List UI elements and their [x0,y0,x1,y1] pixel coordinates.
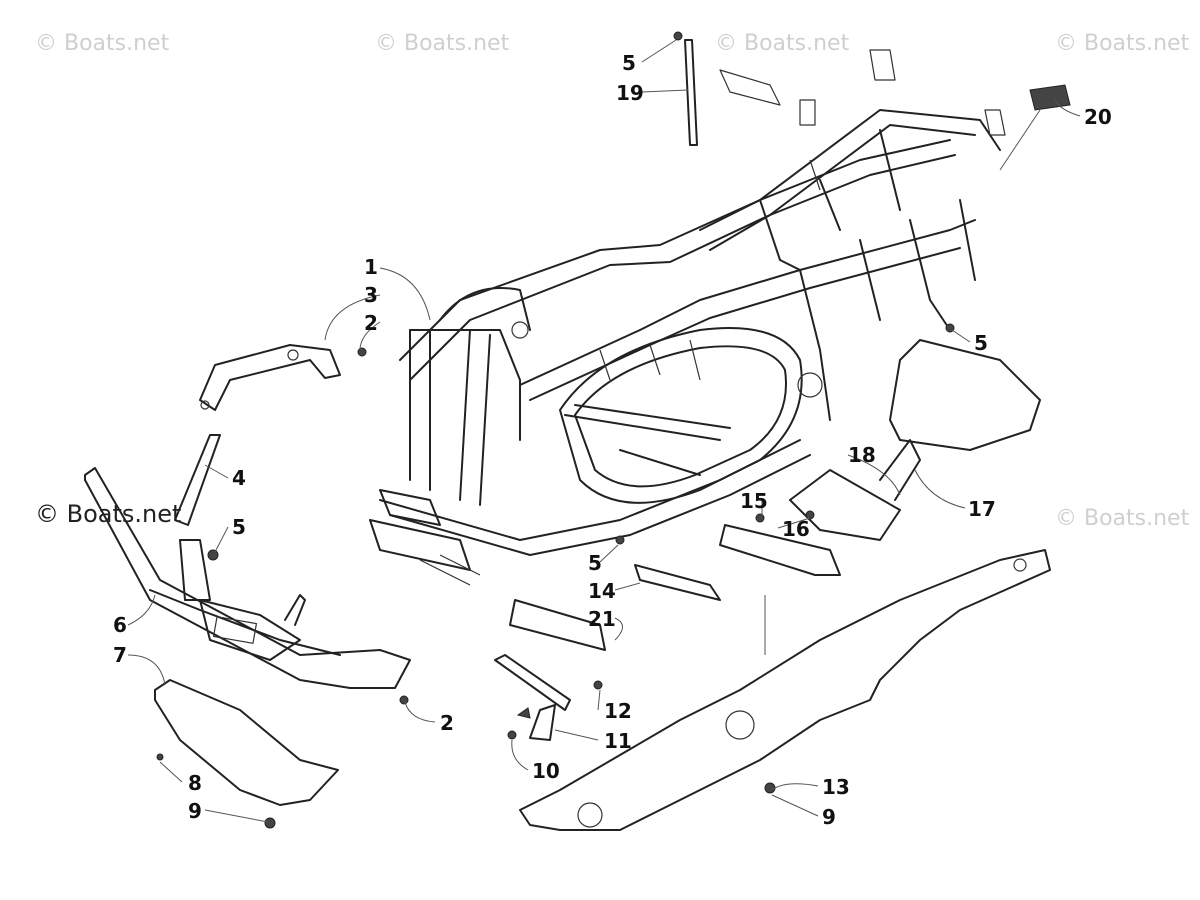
front-skid-plate-drawing [154,679,339,806]
watermark: © Boats.net [375,31,510,56]
callout-8: 8 [188,771,202,795]
belly-pan-drawing [519,549,1051,831]
callout-7: 7 [113,643,127,667]
watermark: © Boats.net [1055,506,1190,531]
callout-1: 1 [364,255,378,279]
callout-12: 12 [604,699,632,723]
callout-10: 10 [532,759,560,783]
callout-4: 4 [232,466,246,490]
callout-21: 21 [588,607,616,631]
foam-block-21 [509,599,606,651]
callout-labels: 1 3 2 4 5 6 7 2 8 9 5 14 21 12 11 10 13 … [113,51,1112,829]
callout-16: 16 [782,517,810,541]
callout-5: 5 [232,515,246,539]
brace-drawing [174,434,221,526]
callout-3: 3 [364,283,378,307]
callout-17: 17 [968,497,996,521]
callout-9: 9 [822,805,836,829]
callout-6: 6 [113,613,127,637]
callout-5: 5 [588,551,602,575]
callout-5: 5 [974,331,988,355]
fastener-icons [156,31,955,829]
callout-15: 15 [740,489,768,513]
link-bar-drawing [719,524,841,576]
rear-plate-drawing [889,339,1041,451]
decal-drawing [1029,84,1071,111]
callout-20: 20 [1084,105,1112,129]
callout-2: 2 [440,711,454,735]
main-frame-drawing [369,49,1006,586]
callout-9: 9 [188,799,202,823]
front-bumper-drawing [84,467,411,689]
watermark: © Boats.net [715,31,850,56]
leader-lines [127,39,1081,823]
callout-5: 5 [622,51,636,75]
front-bracket-drawing [199,344,341,411]
callout-19: 19 [616,81,644,105]
watermark: © Boats.net [35,31,170,56]
foam-block-14 [634,564,721,601]
strap-drawing [684,39,698,146]
mount-strap-drawing [494,654,571,711]
callout-13: 13 [822,775,850,799]
callout-18: 18 [848,443,876,467]
callout-11: 11 [604,729,632,753]
callout-14: 14 [588,579,616,603]
callout-2: 2 [364,311,378,335]
watermark: © Boats.net [1055,31,1190,56]
